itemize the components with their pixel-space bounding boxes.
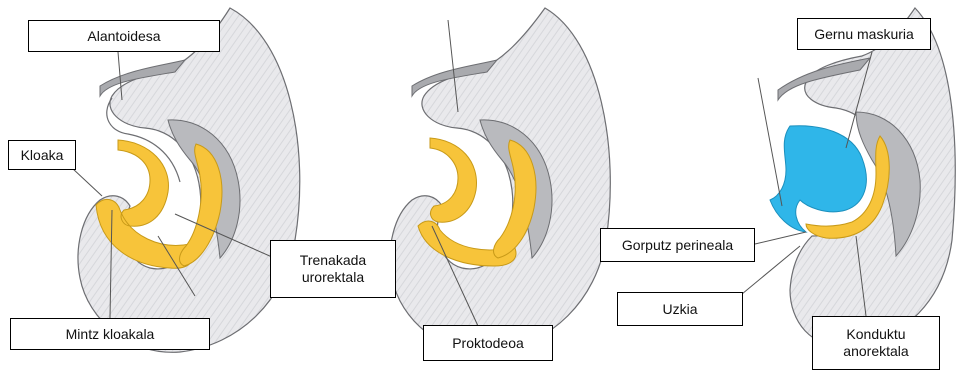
label-trenakada-line1: Trenakada xyxy=(300,252,366,269)
label-alantoidesa: Alantoidesa xyxy=(28,20,220,52)
label-kloaka-text: Kloaka xyxy=(21,147,64,164)
label-kloaka: Kloaka xyxy=(8,140,76,170)
panel-3-embryo xyxy=(742,8,955,346)
leader-kloaka xyxy=(72,168,102,196)
panel-2-tissue xyxy=(390,8,610,352)
label-alantoidesa-text: Alantoidesa xyxy=(87,28,160,45)
label-konduktu-line2: anorektala xyxy=(843,343,908,360)
label-uzkia: Uzkia xyxy=(617,292,743,326)
label-proktodeoa-text: Proktodeoa xyxy=(452,335,524,352)
leader-gorputz xyxy=(755,232,806,244)
label-konduktu-line1: Konduktu xyxy=(846,326,905,343)
label-gernu-maskuria-text: Gernu maskuria xyxy=(814,26,914,43)
panel-2-embryo xyxy=(390,8,610,352)
label-uzkia-text: Uzkia xyxy=(662,301,697,318)
label-gernu-maskuria: Gernu maskuria xyxy=(797,18,931,50)
label-konduktu-anorektala: Konduktu anorektala xyxy=(812,316,940,370)
label-proktodeoa: Proktodeoa xyxy=(423,325,553,361)
label-trenakada-urorektala: Trenakada urorektala xyxy=(270,240,396,298)
label-gorputz-perineala-text: Gorputz perineala xyxy=(622,237,733,254)
label-trenakada-line2: urorektala xyxy=(302,269,364,286)
panel-1-embryo xyxy=(72,8,300,352)
label-mintz-kloakala-text: Mintz kloakala xyxy=(66,326,155,343)
label-gorputz-perineala: Gorputz perineala xyxy=(600,228,755,262)
panel-3-blue-bladder xyxy=(770,126,866,232)
panel-1-tissue xyxy=(78,8,300,352)
label-mintz-kloakala: Mintz kloakala xyxy=(10,318,210,350)
